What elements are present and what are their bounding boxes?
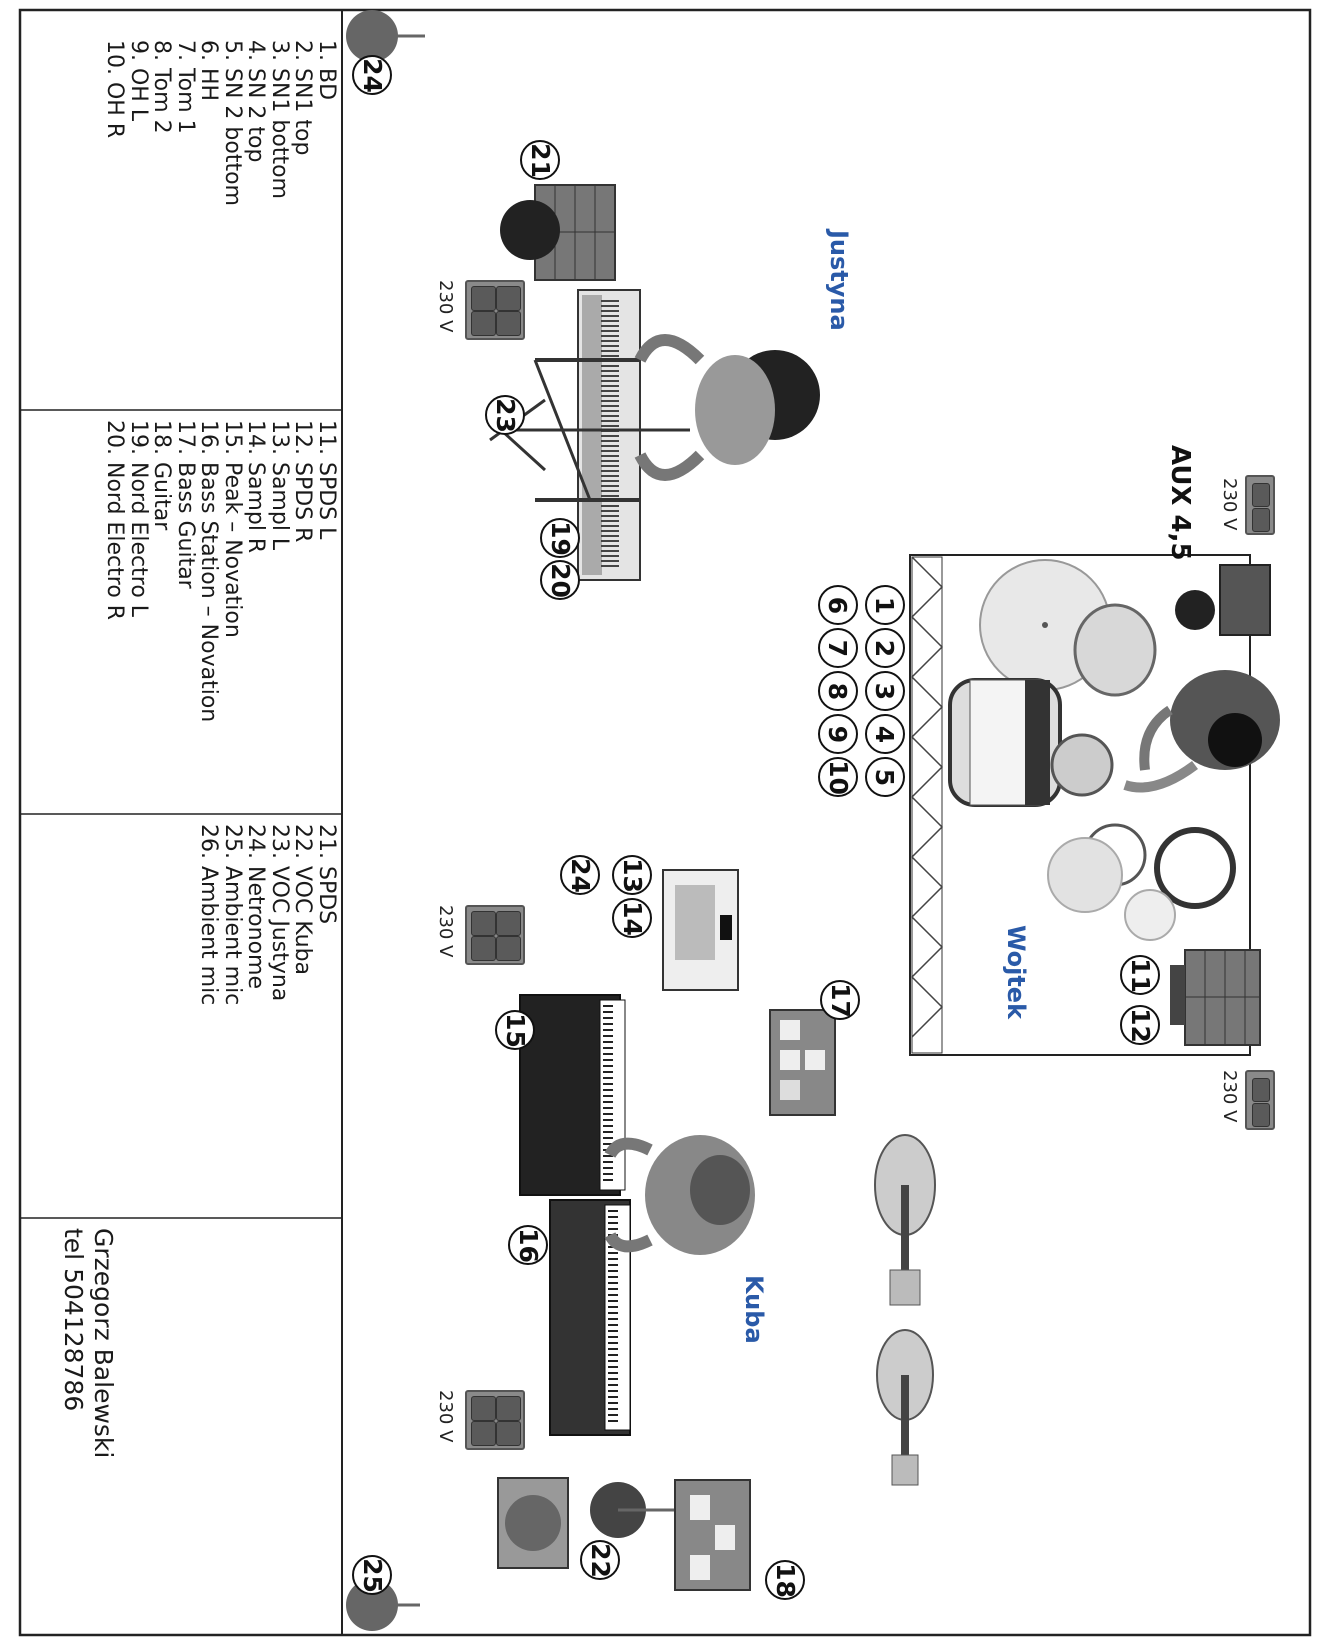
musician-name-kuba: Kuba: [740, 1275, 768, 1344]
legend-item: 14. Sampl R: [243, 420, 269, 554]
legend-item: 11. SPDS L: [314, 420, 339, 540]
channel-badge: 2: [865, 628, 905, 668]
legend-item: 21. SPDS: [314, 824, 339, 925]
channel-badge: 9: [818, 714, 858, 754]
ambient-mic-icon: [346, 10, 425, 62]
channel-badge: 24: [352, 55, 392, 95]
nord-keyboard-icon: [533, 289, 641, 581]
voltage-label: 230 V: [435, 280, 456, 333]
channel-badge: 23: [485, 395, 525, 435]
legend-item: 19. Nord Electro L: [126, 420, 151, 618]
channel-badge: 4: [865, 714, 905, 754]
legend-item: 25. Ambient mic: [220, 824, 245, 1006]
power-outlet-icon: [465, 280, 525, 340]
legend-item: 9. OH L: [126, 40, 151, 122]
legend-item: 8. Tom 2: [149, 40, 175, 134]
contact-phone: tel 504128786: [59, 1228, 88, 1412]
kuba-figure-icon: [604, 1135, 755, 1255]
legend-column-other: 21. SPDS 22. VOC Kuba 23. VOC Justyna 24…: [196, 824, 340, 1006]
channel-badge: 22: [580, 1540, 620, 1580]
legend-item: 10. OH R: [102, 40, 128, 139]
channel-badge: 19: [540, 518, 580, 558]
legend-item: 20. Nord Electro R: [102, 420, 128, 621]
legend-item: 3. SN1 bottom: [267, 40, 292, 199]
legend-item: 18. Guitar: [149, 420, 175, 531]
legend-column-drums: 1. BD 2. SN1 top 3. SN1 bottom 4. SN 2 t…: [102, 40, 340, 206]
channel-badge: 5: [865, 757, 905, 797]
sampler-icon: [769, 1009, 836, 1116]
channel-badge: 25: [352, 1555, 392, 1595]
musician-name-wojtek: Wojtek: [1002, 925, 1030, 1020]
legend-item: 23. VOC Justyna: [267, 824, 292, 1002]
justyna-figure-icon: [634, 334, 820, 481]
legend-item: 7. Tom 1: [173, 40, 198, 134]
power-outlet-icon: [1245, 475, 1275, 535]
legend-item: 5. SN 2 bottom: [220, 40, 245, 206]
channel-badge: 12: [1120, 1005, 1160, 1045]
legend-item: 16. Bass Station – Novation: [196, 420, 222, 723]
legend-item: 24. Netronome: [243, 824, 269, 989]
legend-item: 15. Peak – Novation: [220, 420, 245, 638]
spds-pad-icon: [1170, 949, 1261, 1046]
channel-badge: 6: [818, 585, 858, 625]
legend-item: 13. Sampl L: [267, 420, 292, 551]
drum-kit-icon: [948, 559, 1280, 941]
legend-column-instruments: 11. SPDS L 12. SPDS R 13. Sampl L 14. Sa…: [102, 420, 340, 723]
channel-badge: 14: [612, 898, 652, 938]
channel-badge: 24: [560, 855, 600, 895]
laptop-icon: [662, 869, 739, 991]
legend-item: 2. SN1 top: [290, 40, 316, 156]
power-outlet-icon: [465, 1390, 525, 1450]
channel-badge: 1: [865, 585, 905, 625]
guitar-icon: [876, 1329, 934, 1486]
legend-item: 22. VOC Kuba: [290, 824, 316, 976]
channel-badge: 20: [540, 560, 580, 600]
contact-info: Grzegorz Balewski tel 504128786: [58, 1228, 118, 1458]
peak-synth-icon: [519, 994, 626, 1196]
channel-badge: 11: [1120, 955, 1160, 995]
channel-badge: 21: [520, 140, 560, 180]
aux-label: AUX 4,5: [1165, 445, 1195, 561]
channel-badge: 16: [508, 1225, 548, 1265]
bass-station-icon: [549, 1199, 631, 1436]
voltage-label: 230 V: [1219, 478, 1240, 531]
legend-item: 1. BD: [314, 40, 339, 101]
channel-badge: 13: [612, 855, 652, 895]
musician-name-justyna: Justyna: [825, 230, 853, 331]
guitar-pedal-icon: [674, 1479, 751, 1591]
legend-item: 4. SN 2 top: [243, 40, 269, 163]
bass-guitar-icon: [874, 1134, 936, 1306]
ambient-mic-icon: [346, 1579, 420, 1631]
channel-badge: 7: [818, 628, 858, 668]
voltage-label: 230 V: [435, 905, 456, 958]
legend-item: 6. HH: [196, 40, 222, 102]
power-outlet-icon: [465, 905, 525, 965]
channel-badge: 10: [818, 757, 858, 797]
legend-item: 17. Bass Guitar: [173, 420, 198, 589]
power-outlet-icon: [1245, 1070, 1275, 1130]
legend-item: 26. Ambient mic: [196, 824, 222, 1006]
spds-pad-icon: [500, 184, 616, 281]
voltage-label: 230 V: [1219, 1070, 1240, 1123]
channel-badge: 17: [820, 980, 860, 1020]
legend-item: 12. SPDS R: [290, 420, 316, 543]
contact-name: Grzegorz Balewski: [89, 1228, 118, 1459]
page-border: [18, 8, 1312, 1637]
channel-badge: 18: [765, 1560, 805, 1600]
vocal-mic-icon: [497, 1477, 690, 1569]
channel-badge: 8: [818, 671, 858, 711]
channel-badge: 3: [865, 671, 905, 711]
channel-badge: 15: [495, 1010, 535, 1050]
voltage-label: 230 V: [435, 1390, 456, 1443]
